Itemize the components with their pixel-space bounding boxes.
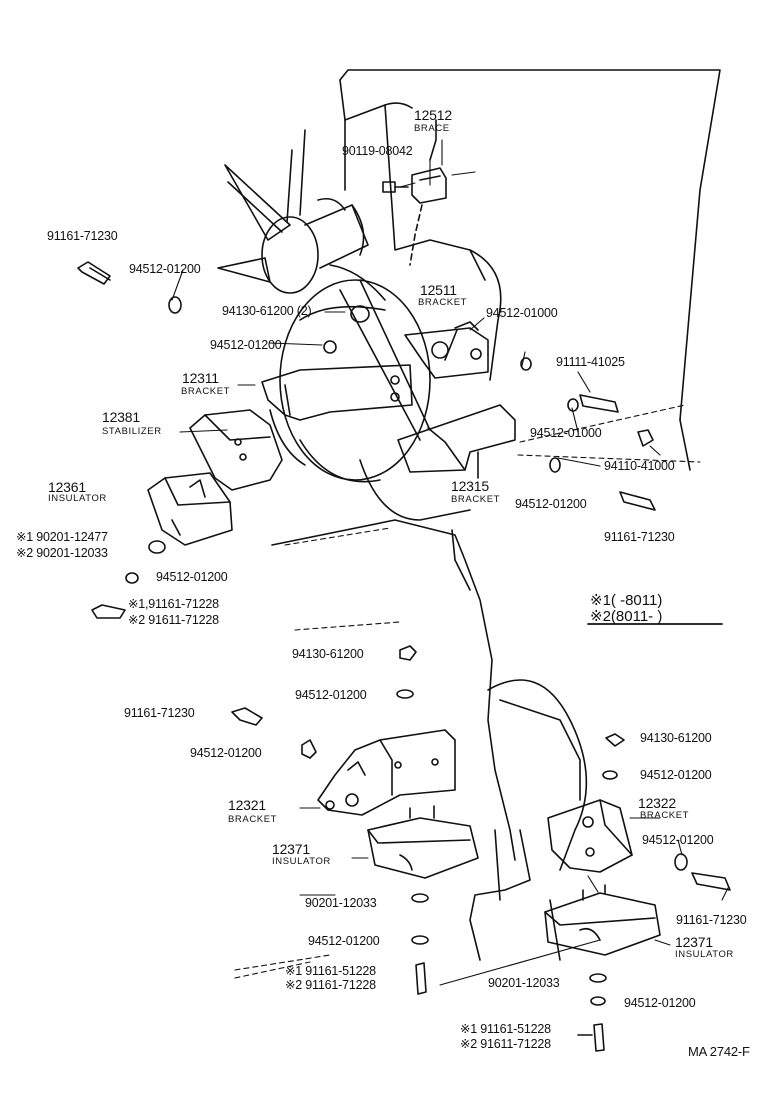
bracket-12311 xyxy=(261,364,413,421)
part-desc-insulator-12371-right: INSULATOR xyxy=(675,949,734,960)
part-number-91161-71228-a: ※1,91161-71228 xyxy=(128,597,219,611)
figure-code: MA 2742-F xyxy=(688,1044,750,1059)
part-number-90201-12033-b: 90201-12033 xyxy=(305,896,377,910)
part-number-12371-right: 12371 xyxy=(675,934,713,950)
part-desc-insulator-12361: INSULATOR xyxy=(48,493,107,504)
part-number-91611-71228-a: ※2 91611-71228 xyxy=(128,613,219,627)
part-number-94512-01200-a: 94512-01200 xyxy=(129,262,201,276)
bracket-12315 xyxy=(397,404,516,479)
part-number-12371-left: 12371 xyxy=(272,841,310,857)
part-number-12381: 12381 xyxy=(102,409,140,425)
part-number-91161-51228-a: ※1 91161-51228 xyxy=(285,964,376,978)
part-number-94130-61200-2: 94130-61200 (2) xyxy=(222,304,312,318)
legend-line-1: ※1( -8011) xyxy=(590,592,663,609)
part-number-91161-71230-right: 91161-71230 xyxy=(604,530,675,544)
leader-lines-upper xyxy=(171,139,701,467)
part-number-90201-12477: ※1 90201-12477 xyxy=(16,530,108,544)
fasteners-lower xyxy=(231,645,731,1052)
engine-block-upper xyxy=(339,69,721,521)
part-number-94512-01200-f: 94512-01200 xyxy=(190,746,262,760)
part-number-94130-61200-b: 94130-61200 xyxy=(640,731,712,745)
part-number-12315: 12315 xyxy=(451,478,489,494)
fan-assembly xyxy=(217,129,431,483)
part-number-90201-12033-a: ※2 90201-12033 xyxy=(16,546,108,560)
part-number-94512-01200-g: 94512-01200 xyxy=(640,768,712,782)
part-number-94130-61200-a: 94130-61200 xyxy=(292,647,364,661)
engine-block-lower xyxy=(271,519,588,961)
part-desc-bracket-12315: BRACKET xyxy=(451,494,501,505)
part-number-12361: 12361 xyxy=(48,479,86,495)
part-number-94512-01000-a: 94512-01000 xyxy=(486,306,558,320)
insulator-12371-left xyxy=(367,805,479,879)
part-number-12311: 12311 xyxy=(182,370,219,386)
part-number-90201-12033-c: 90201-12033 xyxy=(488,976,560,990)
part-number-12321: 12321 xyxy=(228,797,266,813)
part-desc-bracket-12321: BRACKET xyxy=(228,814,278,825)
part-number-94110-41000: 94110-41000 xyxy=(604,459,675,473)
part-number-91111-41025: 91111-41025 xyxy=(556,355,625,369)
part-number-12512: 12512 xyxy=(414,107,452,123)
part-number-94512-01200-d: 94512-01200 xyxy=(156,570,228,584)
brace-12512 xyxy=(382,119,447,266)
bracket-12321 xyxy=(317,729,456,816)
insulator-12361 xyxy=(147,472,233,546)
part-number-94512-01000-b: 94512-01000 xyxy=(530,426,602,440)
part-number-94512-01200-c: 94512-01200 xyxy=(515,497,587,511)
part-number-91161-71228-b: ※2 91161-71228 xyxy=(285,978,376,992)
part-desc-insulator-12371-left: INSULATOR xyxy=(272,856,331,867)
part-desc-brace: BRACE xyxy=(414,123,450,134)
part-number-94512-01200-b: 94512-01200 xyxy=(210,338,282,352)
part-number-94512-01200-h: 94512-01200 xyxy=(642,833,714,847)
part-number-91161-51228-b: ※1 91161-51228 xyxy=(460,1022,551,1036)
part-number-91161-71230-bottom: 91161-71230 xyxy=(676,913,747,927)
fasteners-upper xyxy=(77,261,656,619)
part-number-91611-71228-b: ※2 91611-71228 xyxy=(460,1037,551,1051)
part-number-91161-71230-mid: 91161-71230 xyxy=(124,706,195,720)
part-number-94512-01200-i: 94512-01200 xyxy=(308,934,380,948)
insulator-12371-right xyxy=(544,884,661,956)
leader-lines-lower xyxy=(234,527,729,986)
part-number-91161-71230-top: 91161-71230 xyxy=(47,229,118,243)
bracket-12511 xyxy=(404,321,489,379)
part-number-94512-01200-e: 94512-01200 xyxy=(295,688,367,702)
part-number-90119-08042: 90119-08042 xyxy=(342,144,413,158)
part-number-12511: 12511 xyxy=(420,282,457,298)
bracket-12322 xyxy=(547,799,633,873)
part-number-12322: 12322 xyxy=(638,795,676,811)
part-number-94512-01200-j: 94512-01200 xyxy=(624,996,696,1010)
part-desc-stabilizer: STABILIZER xyxy=(102,426,162,437)
legend-line-2: ※2(8011- ) xyxy=(590,608,663,625)
part-desc-bracket-12322: BRACKET xyxy=(640,810,690,821)
part-desc-bracket-12311: BRACKET xyxy=(181,386,231,397)
part-desc-bracket-12511: BRACKET xyxy=(418,297,468,308)
stabilizer-12381 xyxy=(189,409,283,491)
